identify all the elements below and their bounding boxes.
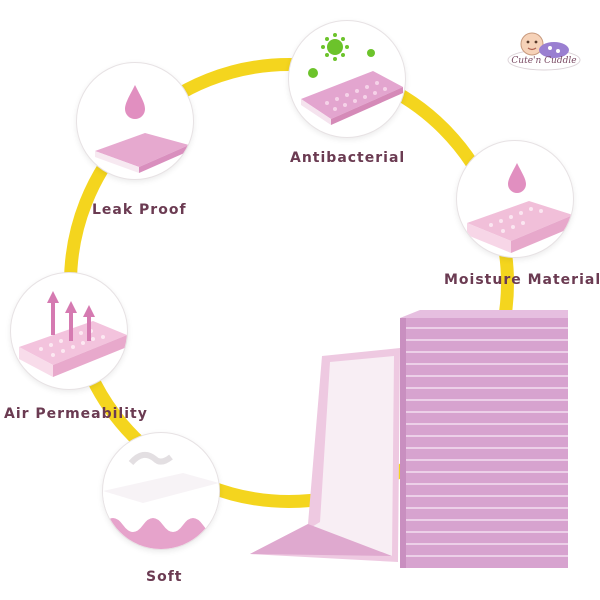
logo-text: Cute'n Cuddle — [511, 56, 577, 66]
antibacterial-label: Antibacterial — [290, 150, 406, 166]
moisture-material-bubble — [456, 140, 574, 258]
leak-proof-label: Leak Proof — [92, 202, 187, 218]
soft-label: Soft — [146, 569, 183, 585]
pad-stack-image — [250, 310, 568, 568]
water-drop-icon — [125, 85, 145, 119]
wave-icon — [128, 451, 173, 466]
antibacterial-bubble — [288, 20, 406, 138]
air-permeability-bubble — [10, 272, 128, 390]
leak-proof-bubble — [76, 62, 194, 180]
brand-logo — [507, 32, 581, 71]
up-arrows-icon — [47, 291, 95, 341]
virus-icon — [308, 33, 375, 78]
air-permeability-label: Air Permeability — [4, 406, 148, 422]
water-drop-icon — [508, 163, 526, 193]
soft-bubble — [102, 432, 220, 550]
moisture-material-label: Moisture Material — [444, 272, 600, 288]
